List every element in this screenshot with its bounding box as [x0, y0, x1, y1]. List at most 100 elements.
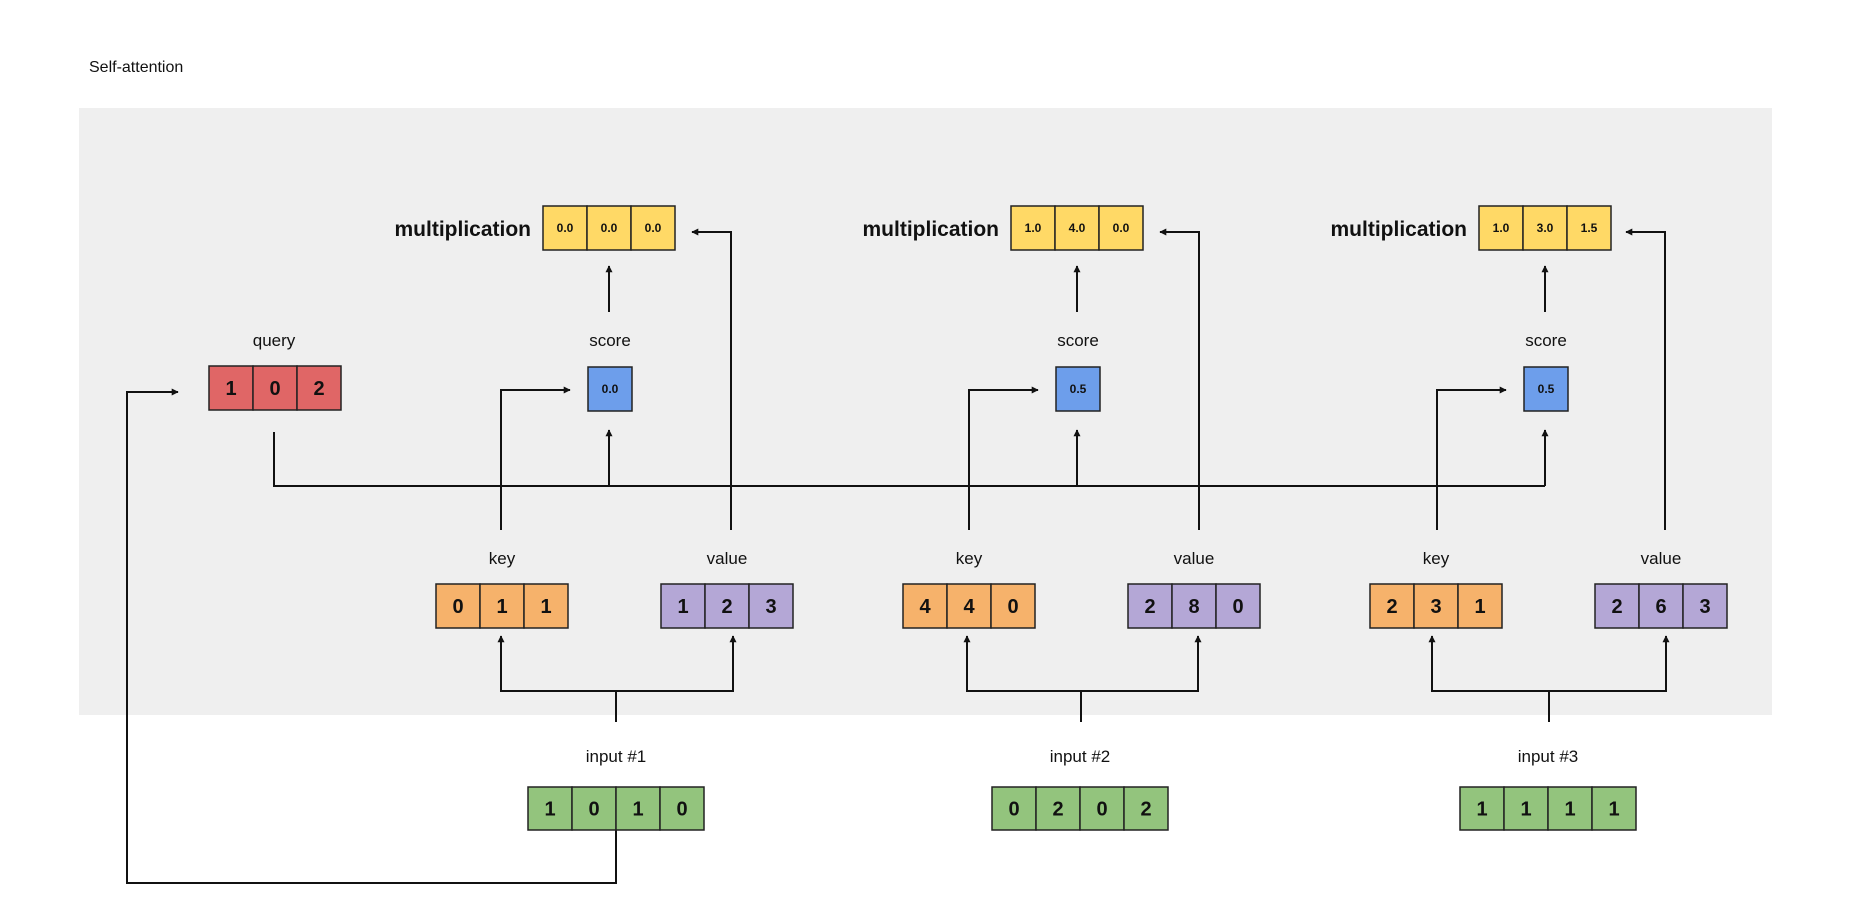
- input-vector: 1 1 1 1: [1459, 786, 1637, 831]
- multiplication-vector-cell: [586, 205, 632, 251]
- key-vector-cell: [1369, 583, 1415, 629]
- score-box-cell: [1055, 366, 1101, 412]
- value-vector-value: 3: [1699, 596, 1710, 618]
- multiplication-vector-value: 3.0: [1537, 221, 1554, 235]
- value-vector: 2 6 3: [1594, 583, 1728, 629]
- query-vector-cell: [296, 365, 342, 411]
- key-vector-value: 1: [1474, 596, 1485, 618]
- multiplication-vector-cell: [1010, 205, 1056, 251]
- input-label: input #3: [1518, 747, 1579, 766]
- value-label: value: [1174, 549, 1215, 568]
- multiplication-vector-cell: [1566, 205, 1612, 251]
- input-vector-value: 2: [1052, 799, 1063, 821]
- score-box: 0.5: [1055, 366, 1101, 412]
- key-vector-value: 4: [963, 596, 975, 618]
- value-vector-cell: [1594, 583, 1640, 629]
- input-vector-value: 1: [1476, 799, 1487, 821]
- value-vector-cell: [1215, 583, 1261, 629]
- query-vector-value: 0: [269, 378, 280, 400]
- multiplication-vector-value: 0.0: [601, 221, 618, 235]
- input-vector-value: 0: [1008, 799, 1019, 821]
- query-label: query: [253, 331, 296, 350]
- query-vector: 1 0 2: [208, 365, 342, 411]
- input-vector-cell: [1547, 786, 1593, 831]
- input-vector-cell: [527, 786, 573, 831]
- score-box-value: 0.0: [602, 382, 619, 396]
- multiplication-vector-value: 1.0: [1493, 221, 1510, 235]
- value-vector-value: 6: [1655, 596, 1666, 618]
- key-vector-cell: [990, 583, 1036, 629]
- input-vector-cell: [1079, 786, 1125, 831]
- input-vector-value: 1: [1608, 799, 1619, 821]
- score-label: score: [1525, 331, 1567, 350]
- input-vector-value: 0: [588, 799, 599, 821]
- score-box-cell: [1523, 366, 1569, 412]
- input-vector-value: 1: [632, 799, 643, 821]
- multiplication-vector-value: 1.0: [1025, 221, 1042, 235]
- query-vector-cell: [252, 365, 298, 411]
- key-vector-value: 4: [919, 596, 931, 618]
- input-vector-value: 0: [1096, 799, 1107, 821]
- input-vector-cell: [1123, 786, 1169, 831]
- score-label: score: [589, 331, 631, 350]
- value-vector-value: 8: [1188, 596, 1199, 618]
- multiplication-label: multiplication: [863, 218, 1000, 241]
- input-label: input #1: [586, 747, 647, 766]
- score-label: score: [1057, 331, 1099, 350]
- query-vector-cell: [208, 365, 254, 411]
- multiplication-vector-value: 4.0: [1069, 221, 1086, 235]
- query-vector-value: 2: [313, 378, 324, 400]
- key-vector-value: 3: [1430, 596, 1441, 618]
- query-vector-value: 1: [225, 378, 236, 400]
- multiplication-label: multiplication: [1331, 218, 1468, 241]
- value-vector-cell: [748, 583, 794, 629]
- key-vector-cell: [1457, 583, 1503, 629]
- input-vector-cell: [571, 786, 617, 831]
- key-vector: 2 3 1: [1369, 583, 1503, 629]
- key-vector-cell: [523, 583, 569, 629]
- input-vector-value: 2: [1140, 799, 1151, 821]
- multiplication-vector: 1.0 4.0 0.0: [1010, 205, 1144, 251]
- value-vector-value: 2: [721, 596, 732, 618]
- input-vector-value: 1: [1520, 799, 1531, 821]
- diagram-title: Self-attention: [89, 59, 183, 76]
- multiplication-vector-cell: [1098, 205, 1144, 251]
- multiplication-vector-value: 0.0: [1113, 221, 1130, 235]
- input-vector-cell: [991, 786, 1037, 831]
- score-box-value: 0.5: [1538, 382, 1555, 396]
- input-vector-cell: [1035, 786, 1081, 831]
- value-vector-value: 2: [1611, 596, 1622, 618]
- input-vector-value: 0: [676, 799, 687, 821]
- score-box: 0.5: [1523, 366, 1569, 412]
- multiplication-vector-cell: [1478, 205, 1524, 251]
- input-vector: 1 0 1 0: [527, 786, 705, 831]
- key-vector-value: 0: [452, 596, 463, 618]
- score-box-value: 0.5: [1070, 382, 1087, 396]
- value-label: value: [707, 549, 748, 568]
- key-vector-value: 2: [1386, 596, 1397, 618]
- key-vector-cell: [946, 583, 992, 629]
- multiplication-label: multiplication: [395, 218, 532, 241]
- value-label: value: [1641, 549, 1682, 568]
- input-vector-cell: [615, 786, 661, 831]
- score-box: 0.0: [587, 366, 633, 412]
- key-label: key: [1423, 549, 1450, 568]
- input-vector-cell: [1503, 786, 1549, 831]
- input-vector-cell: [1591, 786, 1637, 831]
- input-vector-value: 1: [1564, 799, 1575, 821]
- multiplication-vector-value: 0.0: [645, 221, 662, 235]
- value-vector-cell: [1171, 583, 1217, 629]
- input-vector-value: 1: [544, 799, 555, 821]
- score-box-cell: [587, 366, 633, 412]
- value-vector-cell: [1638, 583, 1684, 629]
- value-vector-cell: [1682, 583, 1728, 629]
- key-vector-value: 1: [496, 596, 507, 618]
